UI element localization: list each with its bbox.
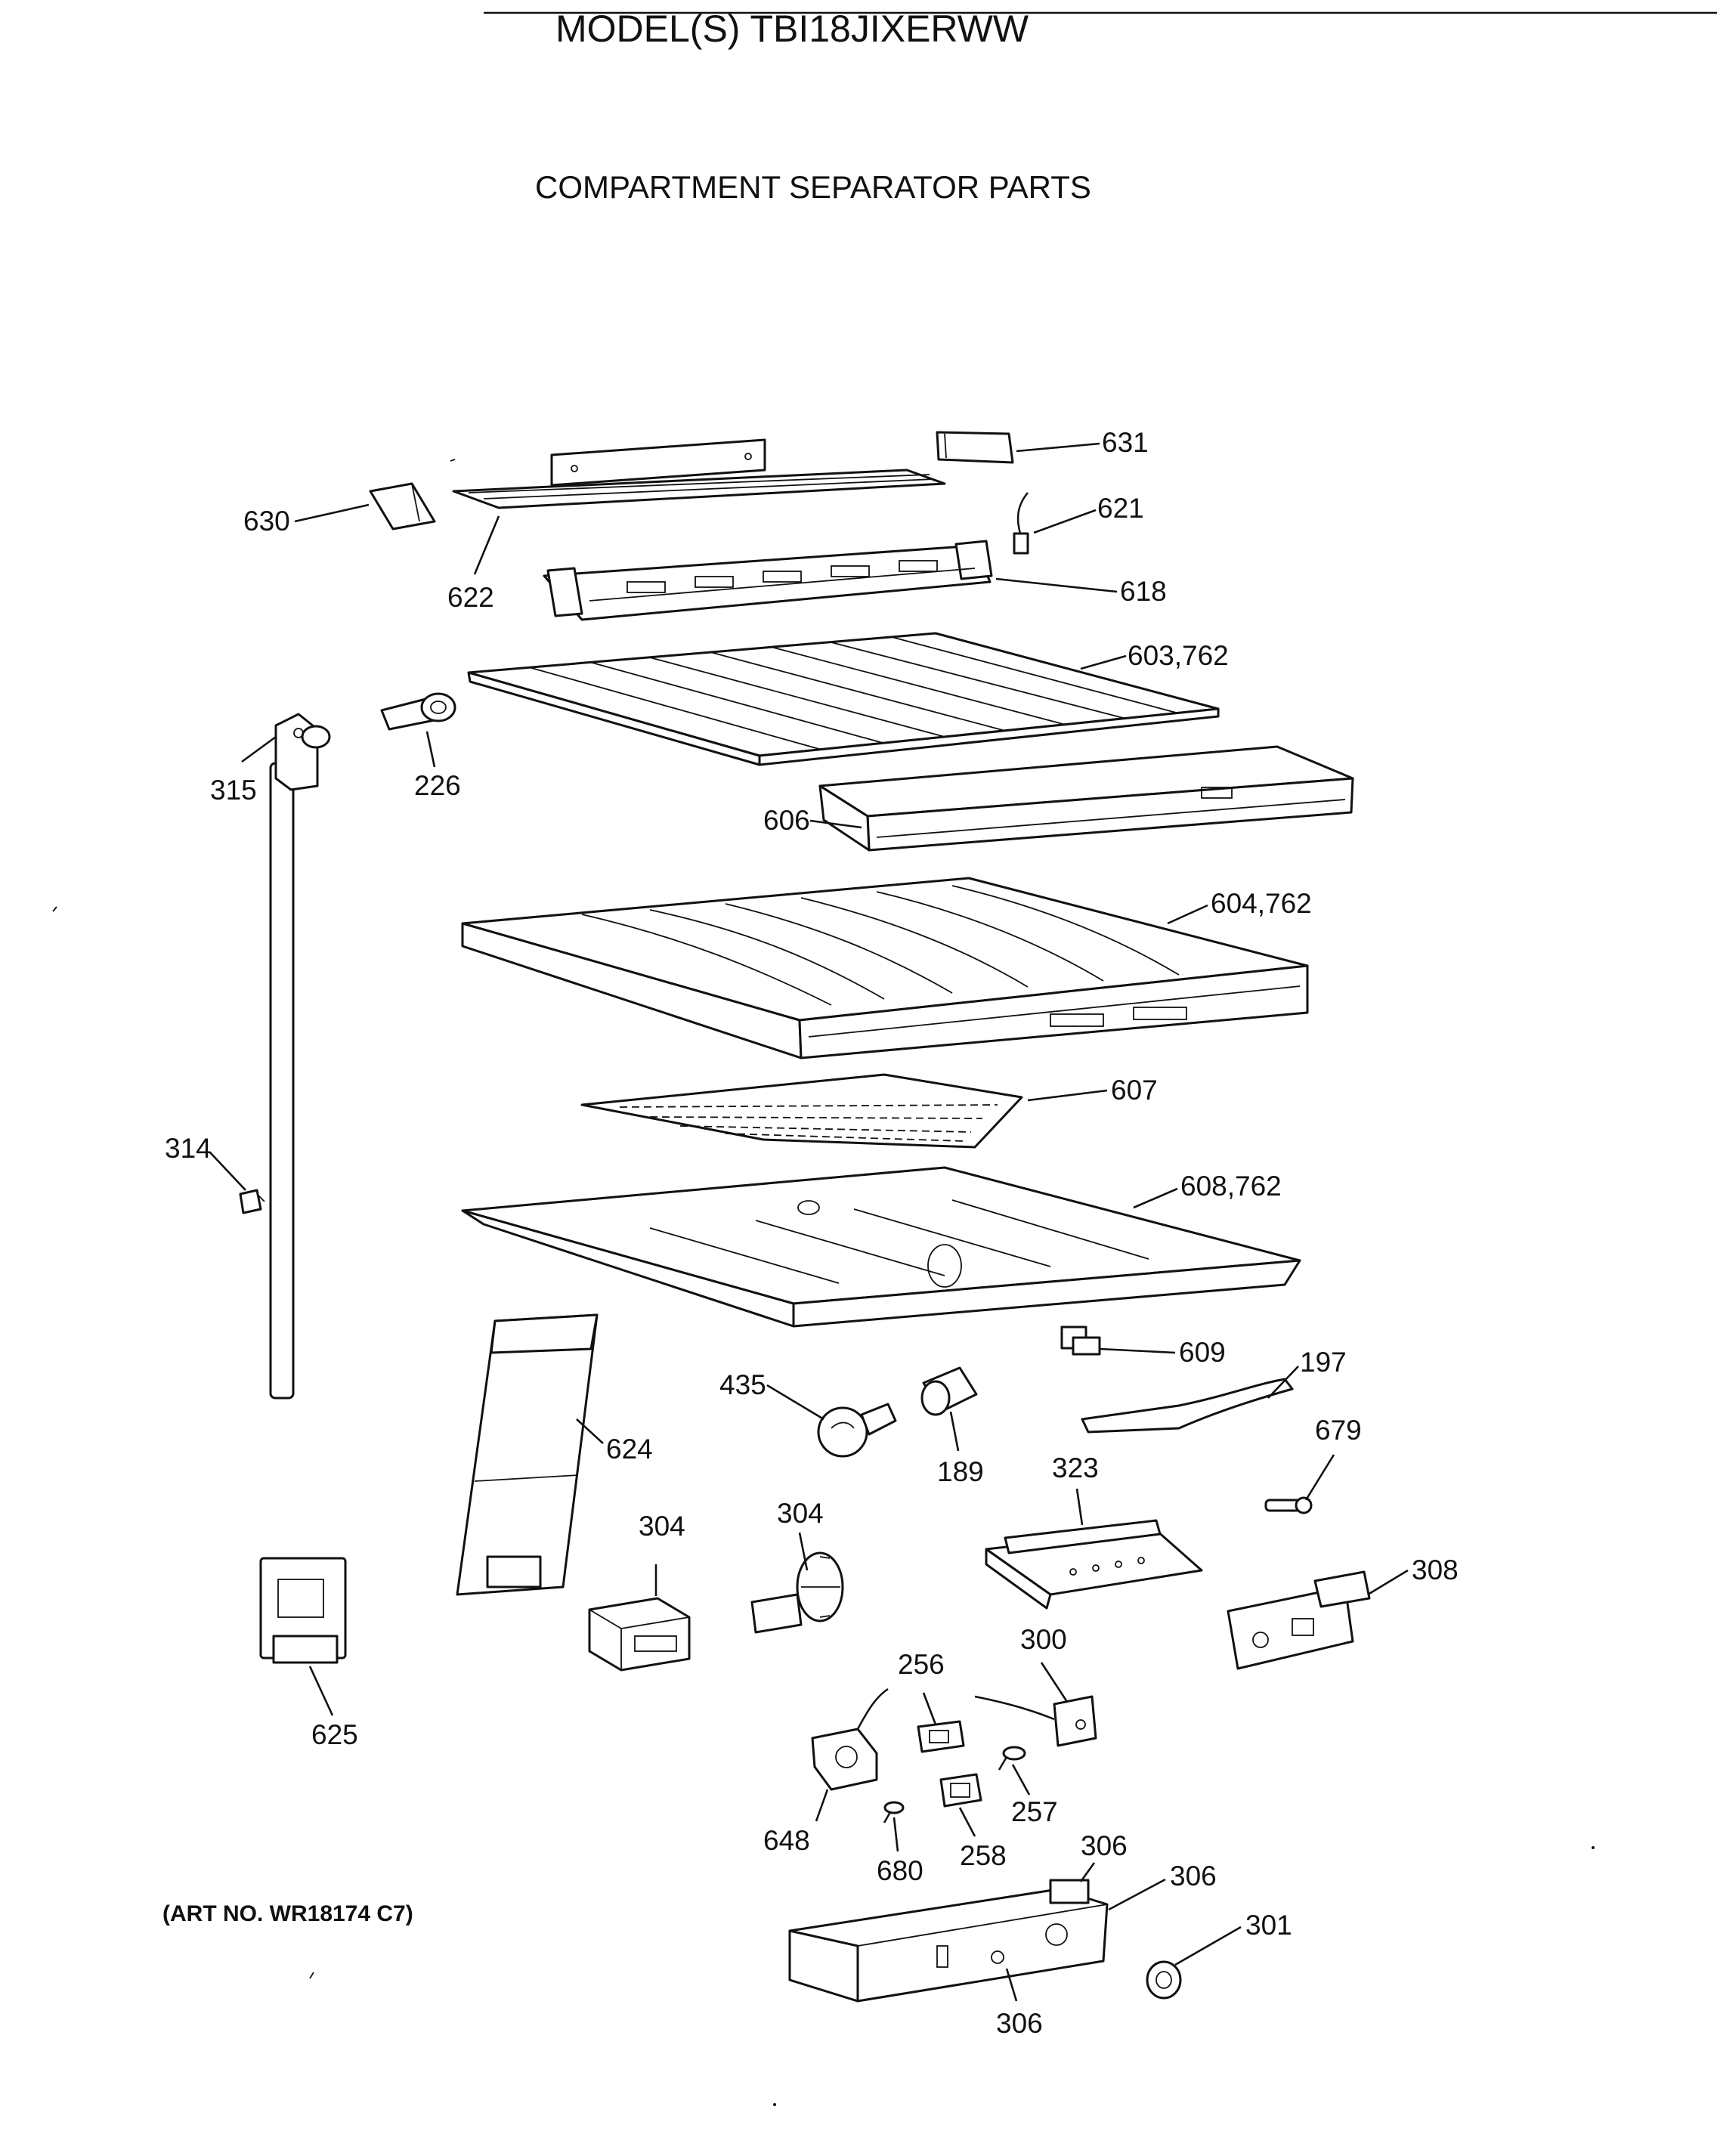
knob-301-illustration — [1146, 1960, 1182, 2000]
label-323: 323 — [1052, 1452, 1099, 1483]
label-624: 624 — [606, 1434, 653, 1465]
air-duct-624-illustration — [456, 1313, 599, 1596]
block-258-illustration — [939, 1773, 982, 1808]
separator-604-illustration — [461, 877, 1309, 1059]
light-socket-illustration — [920, 1366, 978, 1416]
switch-300-illustration — [974, 1695, 1097, 1747]
label-304-housing: 304 — [639, 1511, 685, 1542]
label-648: 648 — [763, 1825, 810, 1856]
heater-197-illustration — [1081, 1378, 1294, 1434]
end-cap-630-illustration — [369, 482, 436, 530]
label-608-762: 608,762 — [1180, 1171, 1282, 1202]
label-315: 315 — [210, 775, 257, 806]
wire-621-illustration — [1013, 492, 1029, 555]
screw-680-illustration — [883, 1801, 905, 1823]
bushing-226-illustration — [380, 692, 456, 731]
label-607: 607 — [1111, 1075, 1158, 1106]
label-306-side: 306 — [1170, 1861, 1217, 1892]
mullion-rail-illustration — [543, 540, 993, 621]
control-panel-625-illustration — [259, 1557, 347, 1664]
label-308: 308 — [1412, 1554, 1459, 1585]
label-189: 189 — [937, 1456, 984, 1487]
label-306-top: 306 — [1081, 1830, 1128, 1861]
light-bulb-illustration — [817, 1403, 897, 1458]
control-rod-illustration — [269, 713, 331, 1400]
label-226: 226 — [414, 770, 461, 801]
cover-channel-illustration — [452, 438, 946, 509]
label-625: 625 — [311, 1719, 358, 1750]
label-257: 257 — [1011, 1796, 1058, 1827]
thermostat-304-illustration — [750, 1551, 844, 1634]
clip-609-illustration — [1060, 1325, 1101, 1356]
leader-lines — [209, 442, 1409, 2002]
label-679: 679 — [1315, 1415, 1362, 1446]
label-622: 622 — [447, 582, 494, 613]
label-197: 197 — [1300, 1347, 1347, 1378]
label-609: 609 — [1179, 1337, 1226, 1368]
label-631: 631 — [1102, 427, 1149, 458]
control-housing-306-illustration — [788, 1879, 1109, 2003]
label-301: 301 — [1245, 1910, 1292, 1941]
label-300: 300 — [1020, 1624, 1067, 1655]
label-603-762: 603,762 — [1128, 640, 1229, 671]
screw-257-illustration — [998, 1746, 1026, 1771]
section-title: COMPARTMENT SEPARATOR PARTS — [535, 169, 1091, 205]
front-rail-illustration — [818, 745, 1354, 852]
label-304-thermostat: 304 — [777, 1498, 824, 1529]
end-cap-631-illustration — [936, 431, 1014, 464]
screw-679-illustration — [1264, 1496, 1313, 1514]
part-labels: 631 621 630 622 618 603,762 315 226 606 … — [165, 427, 1459, 2039]
damper-motor-648-illustration — [811, 1687, 889, 1791]
separator-pan-608-illustration — [461, 1166, 1301, 1328]
label-256: 256 — [898, 1649, 945, 1680]
label-618: 618 — [1120, 576, 1167, 607]
label-435: 435 — [719, 1369, 766, 1400]
insulation-pad-illustration — [580, 1073, 1023, 1149]
model-title: MODEL(S) TBI18JIXERWW — [555, 8, 1029, 50]
label-621: 621 — [1097, 493, 1144, 524]
art-number: (ART NO. WR18174 C7) — [162, 1901, 413, 1926]
switch-256-illustration — [917, 1720, 965, 1753]
label-314: 314 — [165, 1133, 212, 1164]
label-680: 680 — [877, 1855, 923, 1886]
clip-314-illustration — [239, 1189, 265, 1214]
bracket-323-illustration — [985, 1519, 1203, 1610]
grid-shelf-illustration — [467, 632, 1220, 766]
label-258: 258 — [960, 1840, 1007, 1871]
scan-marks — [52, 459, 1595, 2106]
label-606: 606 — [763, 805, 810, 836]
housing-304-illustration — [588, 1597, 691, 1672]
label-604-762: 604,762 — [1211, 888, 1312, 919]
label-630: 630 — [243, 506, 290, 537]
label-306-bottom: 306 — [996, 2008, 1043, 2039]
bracket-308-illustration — [1227, 1570, 1371, 1670]
